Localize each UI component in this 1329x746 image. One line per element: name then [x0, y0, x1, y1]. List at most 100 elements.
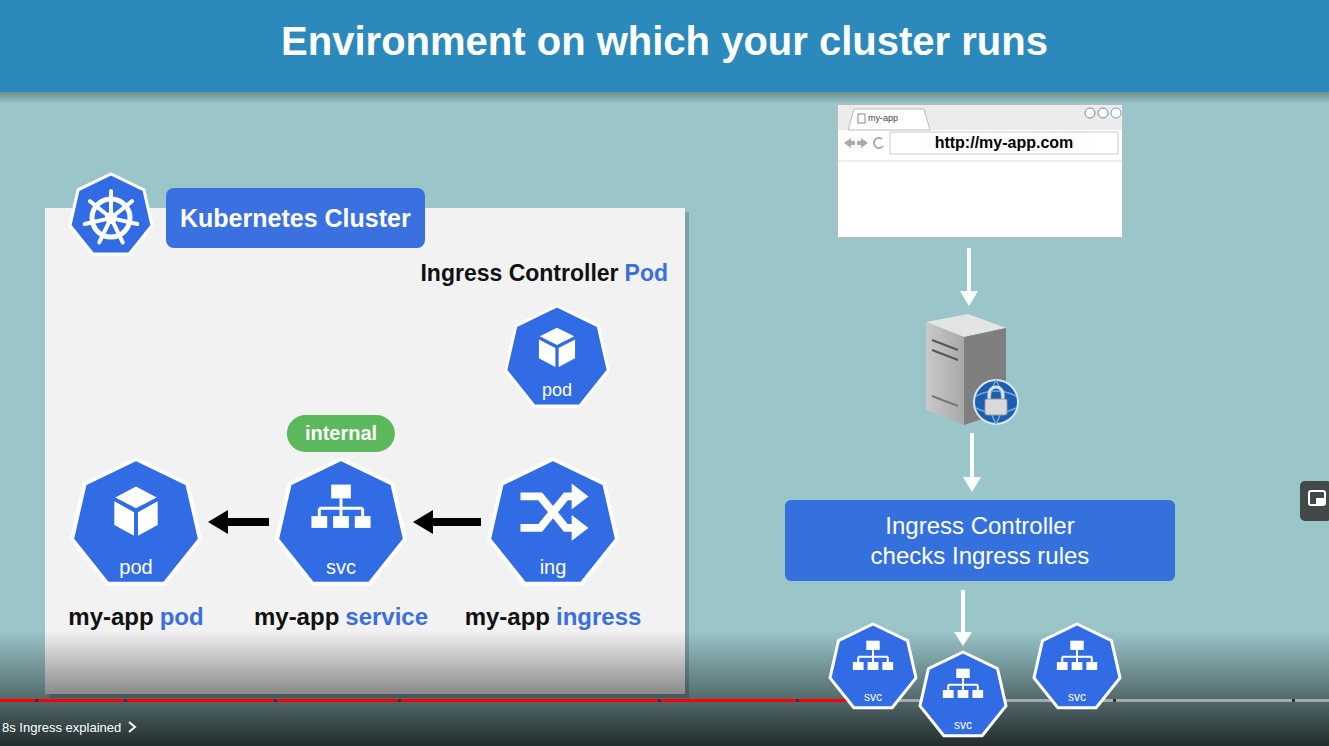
network-box	[1070, 641, 1083, 650]
browser-tab	[848, 109, 930, 130]
resource-kind: pod	[160, 603, 204, 631]
connector-line	[961, 590, 965, 633]
shape-text-wrap: svc	[828, 688, 918, 706]
service-heptagon: svc	[1032, 622, 1122, 710]
flow-arrow	[960, 248, 978, 306]
arrow-head	[208, 510, 228, 534]
network-box	[333, 516, 349, 528]
cluster-panel-ground	[45, 208, 685, 694]
resource-label-wrap: my-appservice	[191, 602, 491, 632]
shape-label: svc	[1068, 691, 1086, 703]
server-icon	[926, 314, 1018, 425]
browser-chrome	[838, 105, 1122, 237]
tab-title-wrap: my-app	[868, 111, 898, 125]
shape-label: ing	[540, 557, 567, 577]
chevron-line	[129, 722, 135, 732]
logo-spoke	[85, 219, 105, 224]
network-box	[958, 690, 969, 698]
network-box	[1086, 662, 1097, 670]
svc-icon	[853, 641, 893, 670]
heptagon-shape: ing	[487, 457, 619, 587]
resource-heptagon: svcmy-appservice	[231, 457, 451, 637]
svc-icon	[943, 669, 983, 698]
shape-label: pod	[119, 557, 152, 577]
reload-button	[874, 138, 883, 148]
progress-bar	[0, 699, 1329, 702]
flow-arrow	[963, 433, 981, 492]
logo-hub	[105, 212, 117, 224]
cube-face	[138, 501, 158, 535]
shape-text-wrap: pod	[502, 379, 612, 401]
cluster-panel: Kubernetes ClusterIngress ControllerPodp…	[45, 208, 685, 694]
shuffle-line	[520, 496, 573, 528]
window-button	[1111, 108, 1121, 118]
heptagon-fill	[489, 459, 617, 584]
logo-spoke	[90, 201, 106, 214]
connector-line	[227, 518, 269, 526]
logo-spoke	[117, 219, 137, 224]
svc-icon	[1057, 641, 1097, 670]
cube-face	[540, 328, 574, 345]
video-player-shade	[0, 630, 1329, 746]
network-box	[331, 485, 351, 499]
connector-line	[432, 518, 481, 526]
logo-spoke	[114, 223, 123, 242]
cube-face	[559, 339, 575, 367]
miniplayer-button	[1300, 481, 1329, 521]
controller-pod: Ingress Controller Pod pod	[375, 258, 668, 418]
process-box: Ingress Controller checks Ingress rules	[785, 500, 1175, 581]
cluster-badge: Kubernetes Cluster	[166, 188, 425, 248]
pod-heading: Ingress Controller	[420, 260, 618, 287]
status-pill-text: internal	[305, 422, 377, 445]
network-line	[1062, 650, 1092, 662]
banner-shadow	[0, 92, 1329, 104]
window-button	[1098, 108, 1108, 118]
resource-name: my-app	[254, 603, 339, 631]
title-wrap: Environment on which your cluster runs	[0, 0, 1329, 82]
resource-heptagon: podmy-apppod	[26, 457, 246, 637]
cluster-heading: Kubernetes Cluster	[180, 204, 411, 233]
back-button	[844, 138, 851, 148]
address-url: http://my-app.com	[935, 134, 1074, 152]
network-line	[948, 678, 978, 690]
network-box	[1072, 662, 1083, 670]
network-box	[972, 690, 983, 698]
pod-heading-wrap: Ingress Controller Pod	[420, 258, 668, 288]
tab-strip	[838, 105, 1122, 130]
shape-text-wrap: ing	[487, 555, 619, 579]
heptagon-fill	[277, 459, 405, 584]
network-box	[943, 690, 954, 698]
heptagon-fill	[830, 624, 916, 708]
arrow-head	[413, 510, 433, 534]
cube-face	[539, 339, 555, 367]
pod-heading-accent: Pod	[625, 260, 668, 287]
shape-text-wrap: svc	[918, 716, 1008, 734]
tab-page-icon	[858, 114, 865, 123]
ing-icon	[520, 484, 588, 541]
forward-button	[861, 138, 868, 148]
heptagon-fill	[1034, 624, 1120, 708]
network-box	[311, 516, 327, 528]
shape-label: pod	[542, 381, 572, 399]
address-text-wrap: http://my-app.com	[890, 132, 1118, 154]
shape-text-wrap: svc	[275, 555, 407, 579]
network-box	[882, 662, 893, 670]
logo-heptagon	[70, 174, 152, 254]
resource-label-wrap: my-apppod	[0, 602, 286, 632]
network-box	[956, 669, 969, 678]
service-heptagon: svc	[918, 650, 1008, 738]
status-pill: internal	[287, 415, 395, 452]
network-box	[866, 641, 879, 650]
heptagon-shape: svc	[918, 650, 1008, 738]
network-box	[355, 516, 371, 528]
resource-label-wrap: my-appingress	[403, 602, 703, 632]
resource-heptagon: ingmy-appingress	[443, 457, 663, 637]
pod-icon	[114, 487, 157, 536]
cube-face	[114, 501, 134, 535]
back-button	[850, 141, 855, 145]
connector-arrow	[208, 510, 269, 534]
window-button	[1085, 108, 1095, 118]
